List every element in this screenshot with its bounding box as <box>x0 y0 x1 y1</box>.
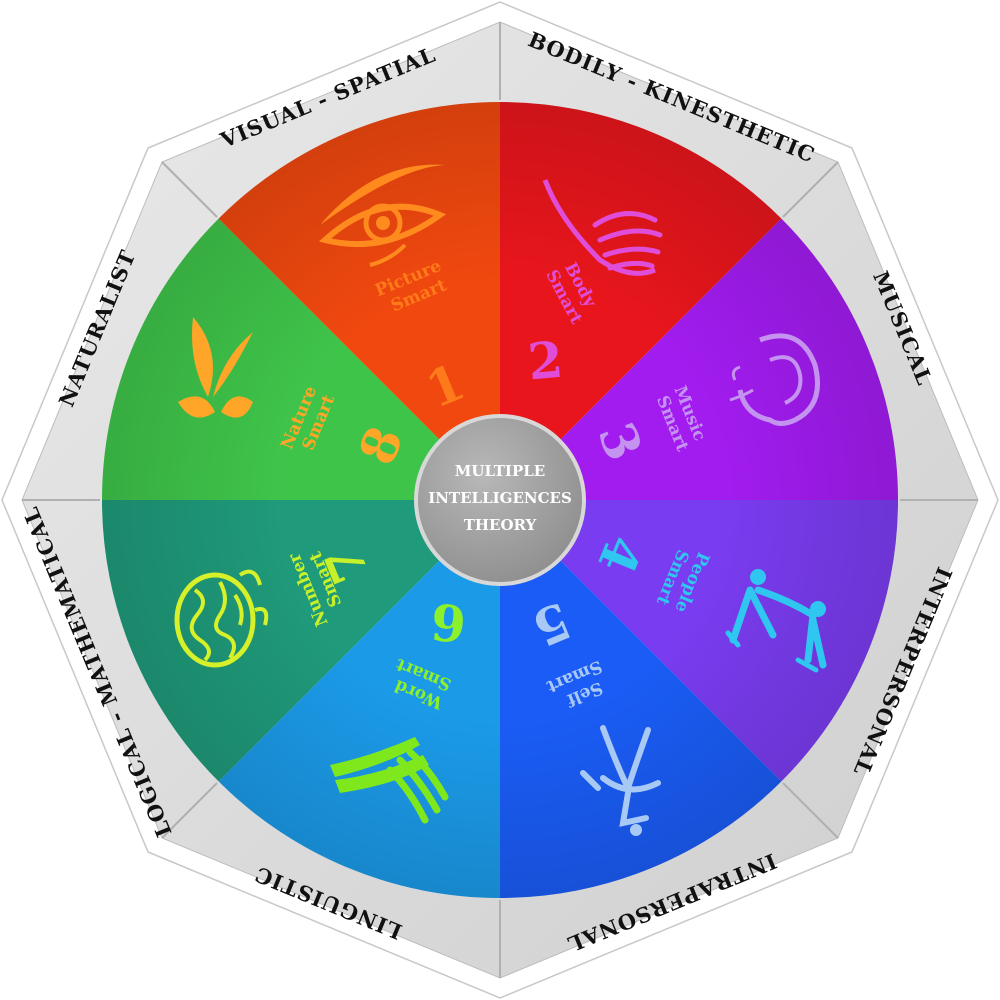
center-hub: MULTIPLE INTELLIGENCES THEORY <box>414 414 586 586</box>
hand-icon <box>542 179 663 276</box>
center-title-line-1: MULTIPLE <box>455 462 545 480</box>
octagon-dividers <box>22 22 978 978</box>
center-title-line-2: INTELLIGENCES <box>428 489 572 507</box>
people-icon <box>725 569 827 673</box>
brain-icon <box>174 569 269 668</box>
eye-icon <box>318 164 447 267</box>
center-title-line-3: THEORY <box>464 516 537 534</box>
book-icon <box>330 737 449 824</box>
leaf-icon <box>178 317 253 418</box>
section-number-6: 6 <box>429 592 469 654</box>
section-number-2: 2 <box>526 330 566 392</box>
self-figure-icon <box>580 725 661 836</box>
ear-icon <box>729 333 820 426</box>
